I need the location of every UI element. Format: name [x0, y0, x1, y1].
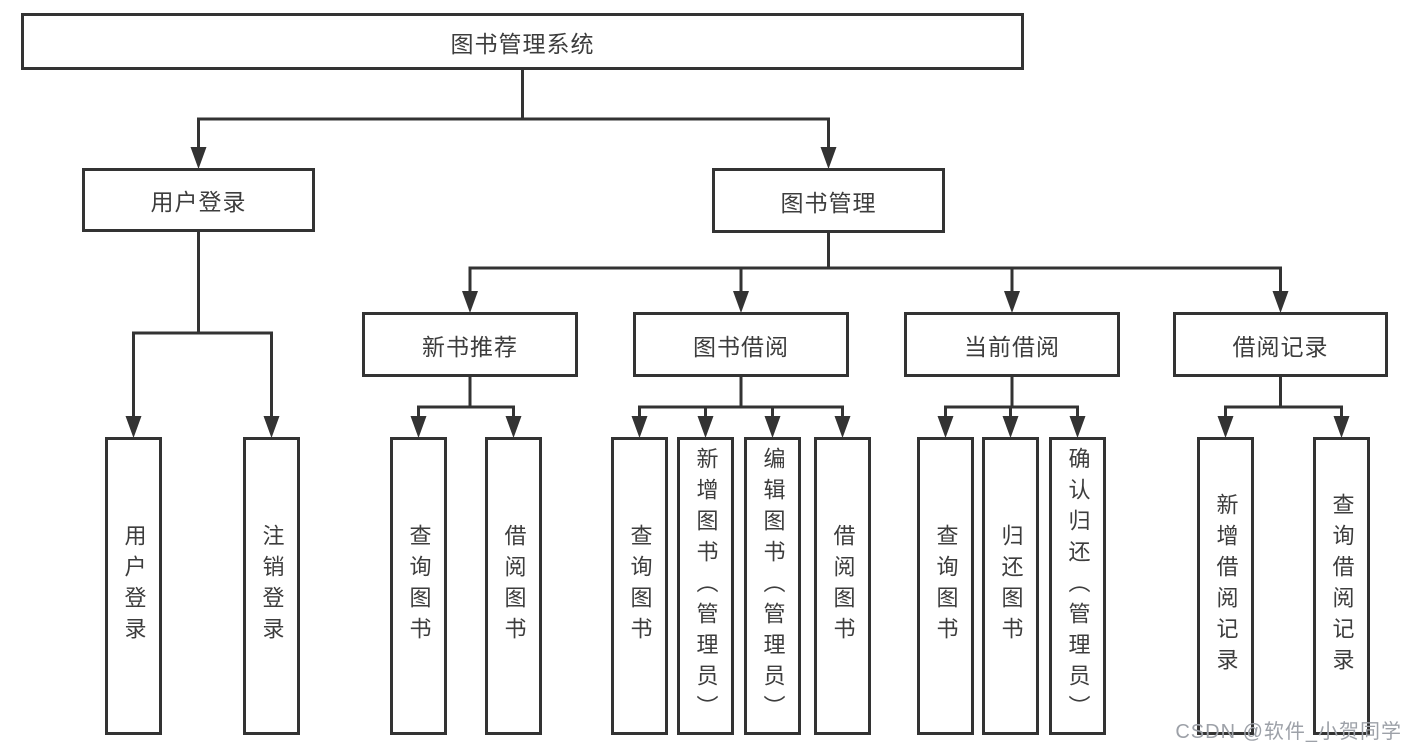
- node-book-mgmt: 图书管理: [712, 168, 945, 233]
- node-label-borrow-books-2: 借阅图书: [830, 524, 856, 648]
- node-user-login: 用户登录: [105, 437, 162, 735]
- arrowhead-icon: [631, 416, 648, 438]
- arrowhead-icon: [764, 416, 781, 438]
- node-label-query-borrow-record: 查询借阅记录: [1329, 493, 1355, 679]
- node-return-books: 归还图书: [982, 437, 1039, 735]
- arrowhead-icon: [834, 416, 851, 438]
- node-add-borrow-record: 新增借阅记录: [1197, 437, 1254, 735]
- node-current-borrow: 当前借阅: [904, 312, 1120, 377]
- arrowhead-icon: [125, 416, 142, 438]
- node-borrow-records: 借阅记录: [1173, 312, 1388, 377]
- node-label-current-borrow: 当前借阅: [964, 333, 1060, 360]
- node-logout: 注销登录: [243, 437, 300, 735]
- watermark: CSDN @软件_小贺同学: [1175, 721, 1402, 743]
- arrowhead-icon: [820, 147, 837, 169]
- connector-root: [197, 68, 830, 156]
- node-user-login-group: 用户登录: [82, 168, 315, 232]
- node-label-query-books-2: 查询图书: [627, 524, 653, 648]
- arrowhead-icon: [1333, 416, 1350, 438]
- node-label-query-books-3: 查询图书: [933, 524, 959, 648]
- node-label-return-books: 归还图书: [998, 524, 1024, 648]
- node-add-book-admin: 新增图书（管理员）: [677, 437, 734, 735]
- arrowhead-icon: [410, 416, 427, 438]
- arrowhead-icon: [697, 416, 714, 438]
- node-label-logout: 注销登录: [259, 524, 285, 648]
- arrowhead-icon: [733, 291, 749, 313]
- arrowhead-icon: [505, 416, 522, 438]
- node-query-books-2: 查询图书: [611, 437, 668, 735]
- node-edit-book-admin: 编辑图书（管理员）: [744, 437, 801, 735]
- arrowhead-icon: [1217, 416, 1234, 438]
- node-label-user-login: 用户登录: [121, 524, 147, 648]
- node-label-new-book-rec: 新书推荐: [422, 333, 518, 360]
- node-label-borrow-books-1: 借阅图书: [501, 524, 527, 648]
- arrowhead-icon: [1272, 291, 1289, 313]
- node-label-root: 图书管理系统: [450, 30, 595, 57]
- node-query-books-3: 查询图书: [917, 437, 974, 735]
- node-borrow-books-2: 借阅图书: [814, 437, 871, 735]
- node-label-book-mgmt: 图书管理: [780, 189, 877, 216]
- node-label-query-books-1: 查询图书: [406, 524, 432, 648]
- connector-user-login-group: [132, 230, 273, 425]
- node-label-borrow-records: 借阅记录: [1232, 333, 1329, 360]
- connector-current-borrow: [944, 375, 1079, 425]
- arrowhead-icon: [1002, 416, 1019, 438]
- node-query-borrow-record: 查询借阅记录: [1313, 437, 1370, 735]
- node-borrow-books-1: 借阅图书: [485, 437, 542, 735]
- connector-book-borrow: [638, 375, 844, 425]
- arrowhead-icon: [937, 416, 954, 438]
- node-label-edit-book-admin: 编辑图书（管理员）: [760, 446, 786, 726]
- node-label-user-login-group: 用户登录: [150, 189, 247, 215]
- node-label-add-book-admin: 新增图书（管理员）: [693, 446, 719, 726]
- connector-borrow-records: [1224, 375, 1343, 425]
- node-new-book-rec: 新书推荐: [362, 312, 578, 377]
- connector-book-mgmt: [468, 231, 1282, 300]
- arrowhead-icon: [1069, 416, 1086, 438]
- node-label-add-borrow-record: 新增借阅记录: [1213, 493, 1239, 679]
- node-root: 图书管理系统: [21, 13, 1024, 70]
- connector-new-book-rec: [417, 375, 515, 425]
- arrowhead-icon: [263, 416, 280, 438]
- arrowhead-icon: [190, 147, 207, 169]
- node-book-borrow: 图书借阅: [633, 312, 849, 377]
- arrowhead-icon: [462, 291, 478, 313]
- node-query-books-1: 查询图书: [390, 437, 447, 735]
- node-label-confirm-return-admin: 确认归还（管理员）: [1065, 446, 1091, 726]
- node-confirm-return-admin: 确认归还（管理员）: [1049, 437, 1106, 735]
- arrowhead-icon: [1004, 291, 1020, 313]
- node-label-book-borrow: 图书借阅: [693, 333, 789, 360]
